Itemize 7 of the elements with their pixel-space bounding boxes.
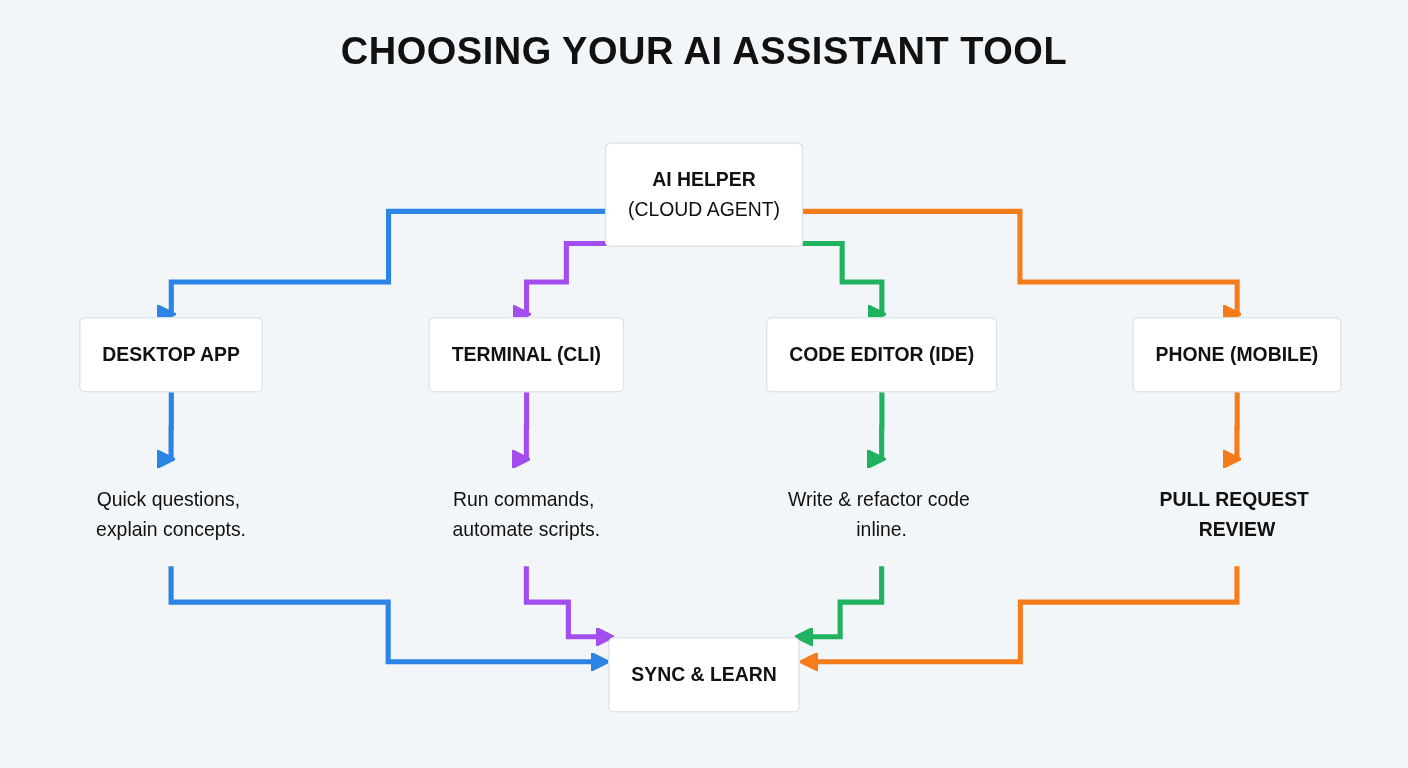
node-text: PULL REQUEST REVIEW	[1159, 488, 1309, 540]
node-text: Quick questions, explain concepts.	[96, 488, 247, 540]
arrow	[523, 563, 616, 647]
diagram-title: CHOOSING YOUR AI ASSISTANT TOOL	[340, 30, 1068, 72]
node-text: Run commands, automate scripts.	[452, 488, 601, 540]
node-text: Write & refactor code inline.	[788, 488, 970, 540]
arrow	[793, 563, 885, 647]
